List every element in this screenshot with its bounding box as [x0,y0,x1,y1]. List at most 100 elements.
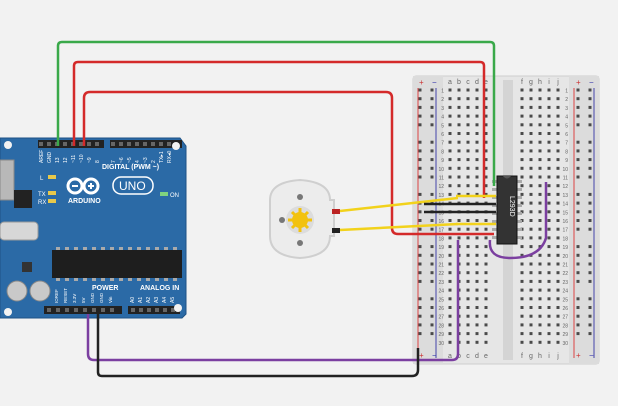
power-rail-minus-label-right: − [589,78,594,87]
header-pin[interactable] [159,142,163,146]
header-pin[interactable] [83,308,87,312]
header-pin[interactable] [63,142,67,146]
wire-black-chip[interactable] [424,202,496,214]
wire-red-2[interactable] [82,90,494,236]
column-letter: b [457,79,461,86]
row-number: 11 [563,176,568,182]
header-pin[interactable] [95,142,99,146]
row-number: 10 [438,167,444,173]
brand-label: ARDUINO [68,198,101,205]
header-pin[interactable] [147,308,151,312]
header-pin[interactable] [65,308,69,312]
pin-label: A2 [146,297,152,303]
pin-label: GND [99,292,104,303]
wire-purple[interactable] [86,240,460,362]
row-number: 9 [565,158,568,164]
led-l-label: L [40,176,44,182]
row-number: 25 [438,297,444,303]
power-rail-plus-label-bottom: + [419,351,424,360]
row-number: 15 [562,210,568,216]
header-pin[interactable] [155,308,159,312]
mount-hole [172,142,180,150]
row-number: 17 [438,228,444,234]
header-pin[interactable] [163,308,167,312]
pin-label: A1 [138,297,144,303]
row-number: 11 [439,176,444,182]
column-letter: j [556,353,559,360]
column-letter: h [538,79,542,86]
header-pin[interactable] [47,142,51,146]
column-letter: g [529,79,533,86]
row-number: 22 [438,271,444,277]
header-pin[interactable] [111,142,115,146]
header-pin[interactable] [101,308,105,312]
column-letter: g [529,353,533,360]
motor-terminal-negative[interactable] [332,228,340,233]
power-label: POWER [92,285,118,292]
row-number: 7 [565,141,568,147]
led-rx [48,199,56,203]
row-number: 4 [441,115,444,121]
pin-label: RESET [63,288,68,303]
column-letter: a [448,79,452,86]
column-letter: d [475,353,479,360]
wire-red-1[interactable] [72,60,486,198]
header-pin[interactable] [167,142,171,146]
row-number: 20 [562,254,568,260]
header-pin[interactable] [92,308,96,312]
header-pin[interactable] [171,308,175,312]
header-pin[interactable] [79,142,83,146]
header-pin[interactable] [127,142,131,146]
row-number: 5 [565,123,568,129]
pin-label: Vin [108,296,113,303]
column-letter: f [521,79,523,86]
column-letter: b [457,353,461,360]
header-pin[interactable] [139,308,143,312]
led-on-label: ON [170,193,179,199]
row-number: 19 [438,245,444,251]
motor-screw [297,194,303,200]
column-letter: d [475,79,479,86]
chip-label: L293D [508,196,515,217]
row-number: 6 [565,132,568,138]
analog-header[interactable] [128,306,180,314]
header-pin[interactable] [87,142,91,146]
header-pin[interactable] [56,308,60,312]
mount-hole [4,141,12,149]
pin-label: 13 [55,157,61,163]
header-pin[interactable] [131,308,135,312]
header-pin[interactable] [39,142,43,146]
column-letter: a [448,353,452,360]
wire-yellow-2[interactable] [339,222,459,232]
l293d-chip[interactable]: L293D [492,175,522,245]
row-number: 30 [562,341,568,347]
row-number: 29 [438,332,444,338]
pin-label: ~10 [79,154,85,163]
column-letter: e [484,353,488,360]
header-pin[interactable] [74,308,78,312]
regulator-chip [22,262,32,272]
pin-label: ~6 [119,157,125,163]
row-number: 16 [562,219,568,225]
capacitor-1 [6,280,28,302]
column-letter: c [466,353,470,360]
motor-terminal-positive[interactable] [332,209,340,214]
dc-motor[interactable] [269,178,340,260]
header-pin[interactable] [135,142,139,146]
row-number: 5 [441,123,444,129]
wire-purple-chip[interactable] [488,182,548,260]
pin-label: GND [90,292,95,303]
header-pin[interactable] [143,142,147,146]
wire-green[interactable] [56,40,496,186]
arduino-logo-icon [66,177,100,195]
row-number: 1 [441,89,444,95]
header-pin[interactable] [110,308,114,312]
wire-yellow-1[interactable] [339,196,459,213]
header-pin[interactable] [119,142,123,146]
row-number: 26 [438,306,444,312]
header-pin[interactable] [47,308,51,312]
header-pin[interactable] [151,142,155,146]
wire-black[interactable] [96,314,420,378]
